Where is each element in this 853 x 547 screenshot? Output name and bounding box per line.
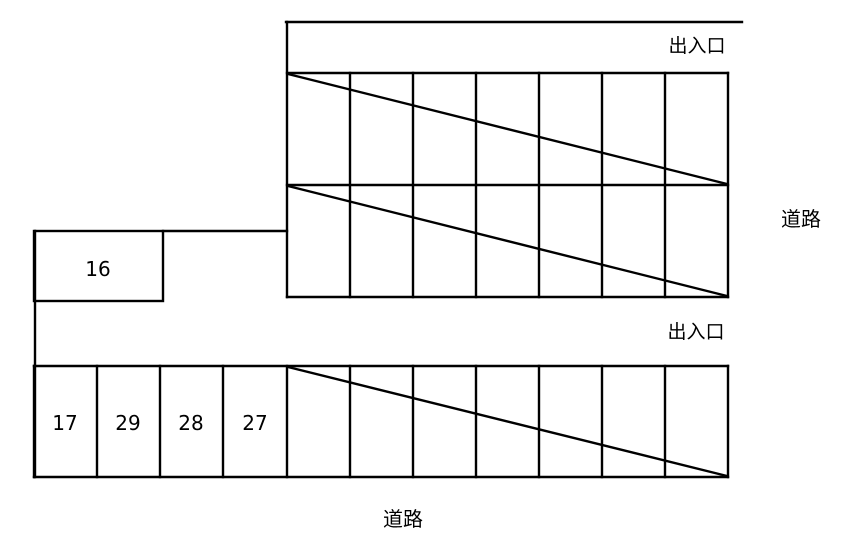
upper-aisle: 出入口 bbox=[284, 20, 744, 299]
stall-17-number: 17 bbox=[52, 411, 77, 435]
upper-row2-diagonal bbox=[287, 184, 728, 298]
road-labels: 道路 道路 bbox=[383, 207, 821, 531]
stall-16-number: 16 bbox=[85, 257, 110, 281]
entrance-exit-label-top: 出入口 bbox=[668, 35, 725, 57]
stall-28-number: 28 bbox=[178, 411, 203, 435]
road-label-bottom: 道路 bbox=[383, 507, 423, 531]
bottom-stall-row: 17 29 28 27 bbox=[32, 364, 730, 479]
bottom-row-diagonal bbox=[287, 365, 728, 478]
bottom-aisle: 出入口 bbox=[667, 321, 724, 343]
entrance-exit-label-bottom: 出入口 bbox=[667, 321, 724, 343]
road-label-right: 道路 bbox=[781, 207, 821, 231]
stall-29-number: 29 bbox=[115, 411, 140, 435]
upper-stall-block bbox=[285, 71, 730, 299]
stall-27-number: 27 bbox=[242, 411, 267, 435]
upper-row1-diagonal bbox=[287, 72, 728, 186]
